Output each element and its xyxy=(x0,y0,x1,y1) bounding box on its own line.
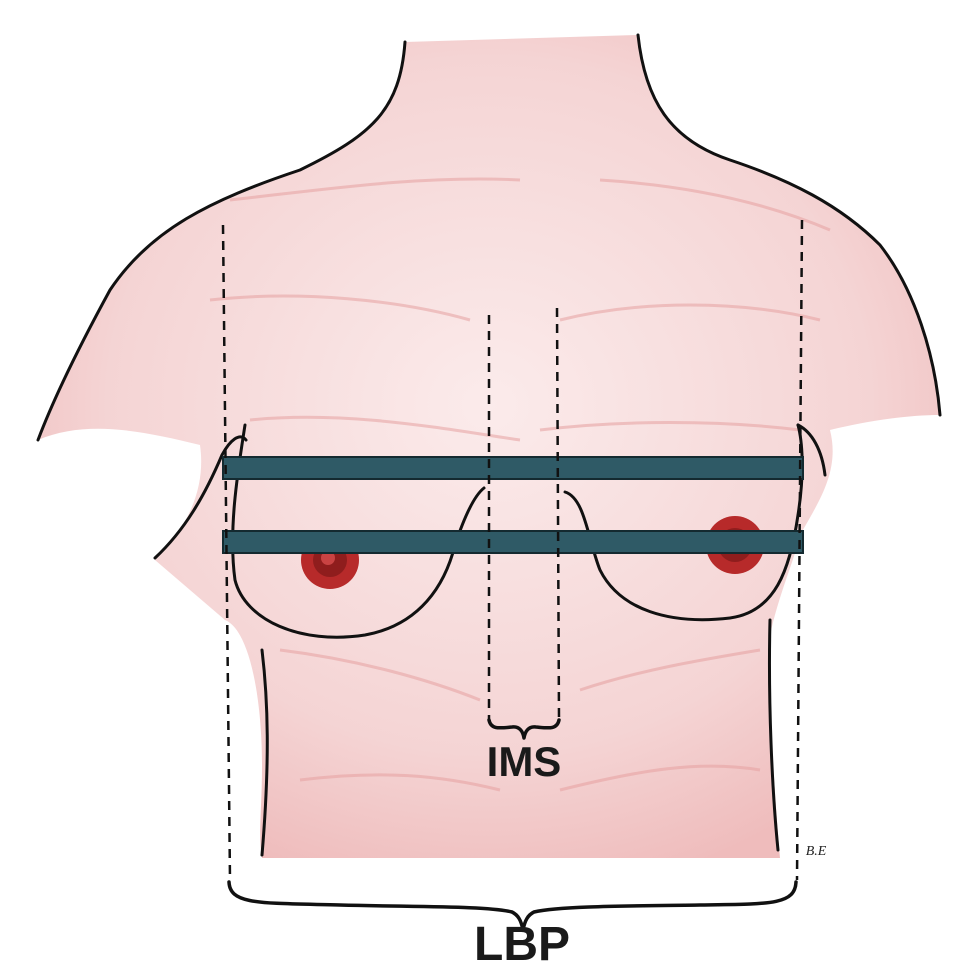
lower-measurement-band xyxy=(223,531,803,553)
lbp-label: LBP xyxy=(474,918,570,971)
upper-measurement-band xyxy=(223,457,803,479)
ims-label: IMS xyxy=(487,738,562,785)
artist-initials: B.E xyxy=(806,844,827,859)
